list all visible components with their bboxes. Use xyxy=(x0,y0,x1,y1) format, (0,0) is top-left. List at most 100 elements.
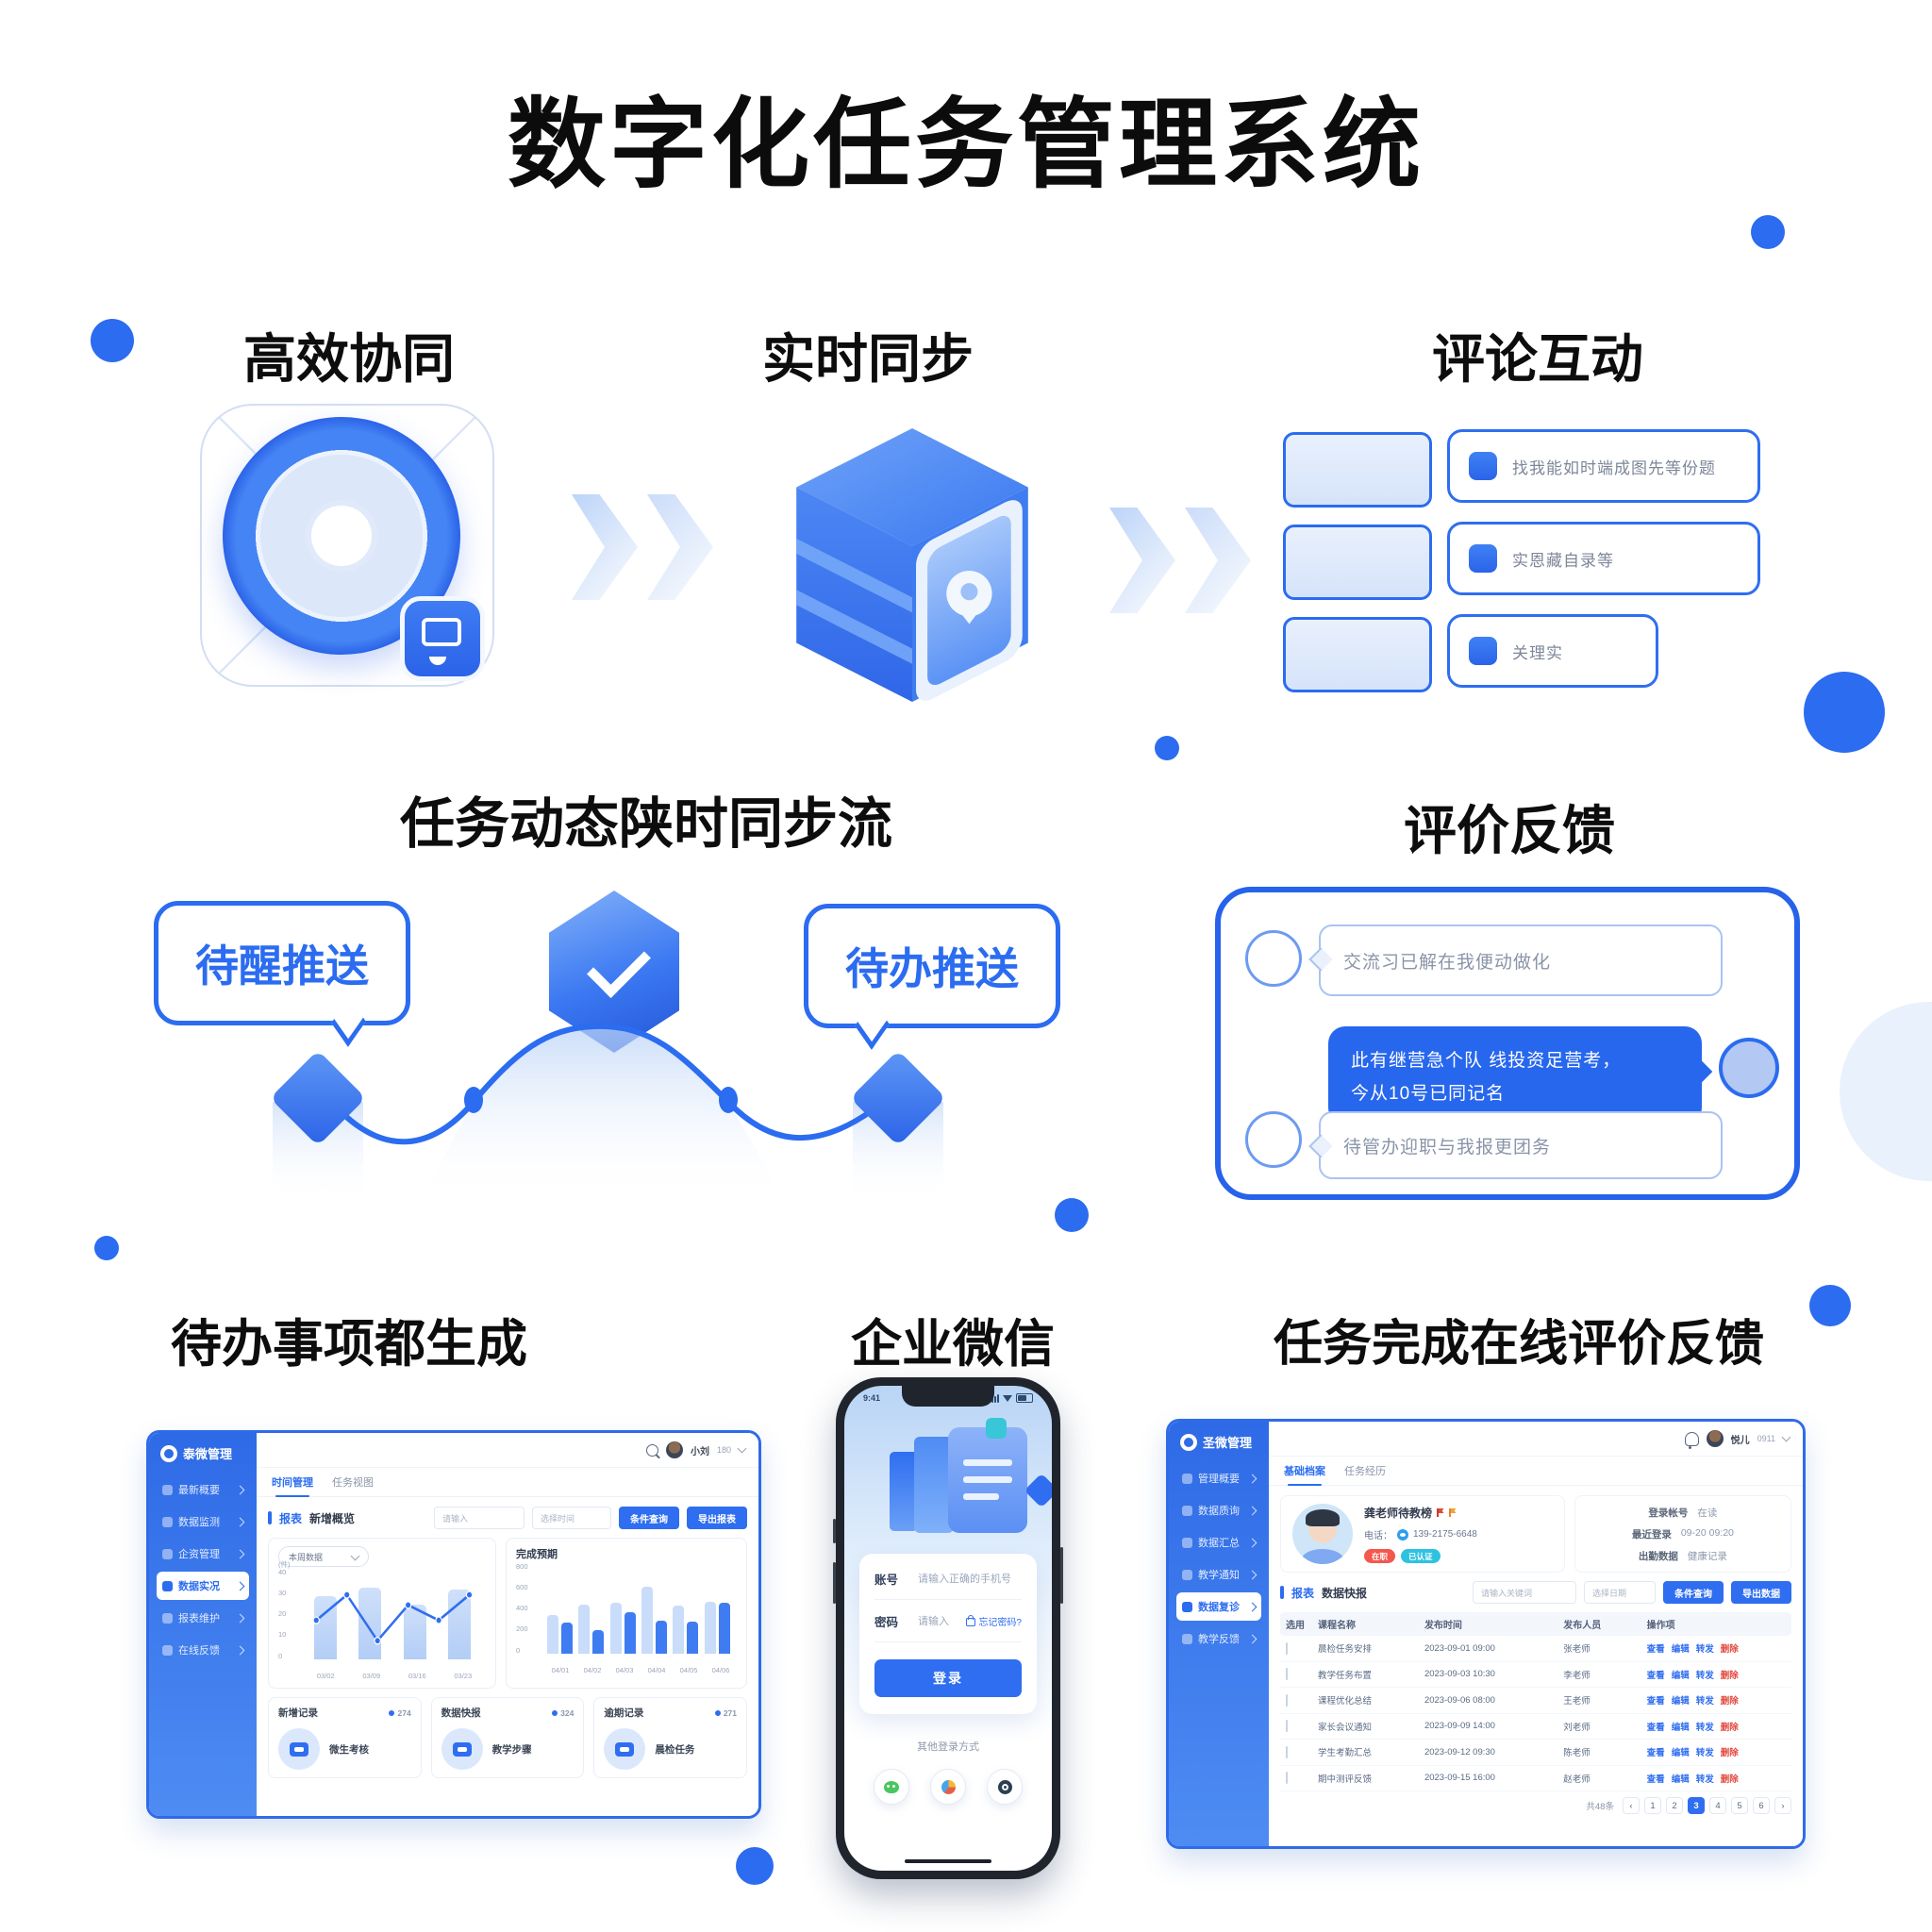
tab-active[interactable]: 时间管理 xyxy=(272,1474,313,1497)
edit-link[interactable]: 编辑 xyxy=(1671,1748,1690,1759)
search-input[interactable]: 请输入关键词 xyxy=(1473,1581,1576,1604)
login-button[interactable]: 登录 xyxy=(874,1659,1022,1697)
export-button[interactable]: 导出报表 xyxy=(687,1507,747,1529)
date-select[interactable]: 选择日期 xyxy=(1584,1581,1656,1604)
profile-info-card: 登录帐号 在读 最近登录 09-20 09:20 出勤数据 健康记录 xyxy=(1574,1495,1791,1573)
tab[interactable]: 任务经历 xyxy=(1344,1466,1386,1477)
password-input[interactable]: 请输入 xyxy=(918,1616,949,1627)
sidebar-item[interactable]: 数据监测 xyxy=(157,1507,249,1536)
forward-link[interactable]: 转发 xyxy=(1695,1774,1714,1785)
page-button[interactable]: 4 xyxy=(1709,1797,1726,1814)
forward-link[interactable]: 转发 xyxy=(1695,1722,1714,1733)
wechat-icon xyxy=(1397,1528,1408,1541)
forward-link[interactable]: 转发 xyxy=(1695,1670,1714,1681)
row-checkbox[interactable] xyxy=(1286,1641,1288,1655)
edit-link[interactable]: 编辑 xyxy=(1671,1670,1690,1681)
query-button[interactable]: 条件查询 xyxy=(1663,1581,1724,1604)
comment-item[interactable]: 实恩藏自录等 xyxy=(1447,522,1760,595)
chat-bubble-left: 待管办迎职与我报更团务 xyxy=(1319,1111,1723,1179)
user-id: 0911 xyxy=(1757,1434,1775,1443)
search-input[interactable]: 请输入 xyxy=(434,1507,525,1529)
tab-active[interactable]: 基础档案 xyxy=(1284,1463,1325,1486)
logo-text: 圣微管理 xyxy=(1203,1436,1253,1450)
forgot-password-link[interactable]: 忘记密码? xyxy=(966,1614,1022,1628)
forward-link[interactable]: 转发 xyxy=(1695,1696,1714,1707)
decor-dot xyxy=(94,1236,119,1260)
edit-link[interactable]: 编辑 xyxy=(1671,1774,1690,1785)
wechat-login-button[interactable] xyxy=(874,1769,909,1805)
stat-card[interactable]: 新增记录 274 微生考核 xyxy=(268,1697,422,1778)
row-checkbox[interactable] xyxy=(1286,1720,1288,1733)
forward-link[interactable]: 转发 xyxy=(1695,1644,1714,1656)
table-row[interactable]: 课程优化总结 2023-09-06 08:00 王老师 查看 编辑 转发 删除 xyxy=(1280,1688,1791,1714)
export-button[interactable]: 导出数据 xyxy=(1731,1581,1791,1604)
row-checkbox[interactable] xyxy=(1286,1772,1288,1785)
view-link[interactable]: 查看 xyxy=(1646,1748,1665,1759)
sidebar-item[interactable]: 数据实况 xyxy=(157,1572,249,1600)
comment-item[interactable]: 关理实 xyxy=(1447,614,1658,688)
table-row[interactable]: 期中测评反馈 2023-09-15 16:00 赵老师 查看 编辑 转发 删除 xyxy=(1280,1766,1791,1791)
view-link[interactable]: 查看 xyxy=(1646,1722,1665,1733)
comment-item[interactable]: 找我能如时端成图先等份题 xyxy=(1447,429,1760,503)
view-link[interactable]: 查看 xyxy=(1646,1774,1665,1785)
chevron-down-icon[interactable] xyxy=(737,1443,747,1454)
edit-link[interactable]: 编辑 xyxy=(1671,1644,1690,1656)
delete-link[interactable]: 删除 xyxy=(1720,1774,1739,1785)
delete-link[interactable]: 删除 xyxy=(1720,1644,1739,1656)
account-row[interactable]: 账号 请输入正确的手机号 xyxy=(874,1557,1022,1600)
stat-card[interactable]: 数据快报 324 教学步骤 xyxy=(430,1697,585,1778)
sidebar-item[interactable]: 企资管理 xyxy=(157,1540,249,1568)
view-link[interactable]: 查看 xyxy=(1646,1696,1665,1707)
edit-link[interactable]: 编辑 xyxy=(1671,1722,1690,1733)
page-button[interactable]: › xyxy=(1774,1797,1791,1814)
password-row[interactable]: 密码 请输入 忘记密码? xyxy=(874,1600,1022,1642)
bullet-square-icon xyxy=(1469,637,1497,665)
table-row[interactable]: 教学任务布置 2023-09-03 10:30 李老师 查看 编辑 转发 删除 xyxy=(1280,1662,1791,1688)
page-button[interactable]: 2 xyxy=(1666,1797,1683,1814)
avatar[interactable] xyxy=(1706,1430,1724,1447)
delete-link[interactable]: 删除 xyxy=(1720,1696,1739,1707)
card-icon xyxy=(604,1728,646,1770)
page-button[interactable]: 5 xyxy=(1731,1797,1748,1814)
query-button[interactable]: 条件查询 xyxy=(619,1507,679,1529)
row-checkbox[interactable] xyxy=(1286,1745,1288,1758)
row-checkbox[interactable] xyxy=(1286,1668,1288,1681)
date-input[interactable]: 选择时间 xyxy=(532,1507,611,1529)
delete-link[interactable]: 删除 xyxy=(1720,1722,1739,1733)
sidebar-item[interactable]: 报表维护 xyxy=(157,1604,249,1632)
database-cube-icon xyxy=(796,428,1028,702)
bell-icon[interactable] xyxy=(1684,1431,1699,1449)
page-button[interactable]: 1 xyxy=(1644,1797,1661,1814)
forward-link[interactable]: 转发 xyxy=(1695,1748,1714,1759)
sidebar-item[interactable]: 数据汇总 xyxy=(1176,1528,1261,1557)
sidebar-item[interactable]: 数据复诊 xyxy=(1176,1592,1261,1621)
row-checkbox[interactable] xyxy=(1286,1693,1288,1707)
edit-link[interactable]: 编辑 xyxy=(1671,1696,1690,1707)
tab[interactable]: 任务视图 xyxy=(332,1477,374,1489)
table-row[interactable]: 家长会议通知 2023-09-09 14:00 刘老师 查看 编辑 转发 删除 xyxy=(1280,1714,1791,1740)
search-icon[interactable] xyxy=(645,1443,658,1457)
chart-range-select[interactable]: 本周数据 xyxy=(278,1546,369,1567)
sidebar-item[interactable]: 在线反馈 xyxy=(157,1636,249,1664)
page-button[interactable]: 6 xyxy=(1753,1797,1770,1814)
page-button[interactable]: 3 xyxy=(1688,1797,1705,1814)
sidebar-item[interactable]: 教学通知 xyxy=(1176,1560,1261,1589)
social-login-button[interactable] xyxy=(987,1769,1023,1805)
sidebar-item[interactable]: 最新概要 xyxy=(157,1475,249,1504)
view-link[interactable]: 查看 xyxy=(1646,1644,1665,1656)
view-link[interactable]: 查看 xyxy=(1646,1670,1665,1681)
social-login-button[interactable] xyxy=(930,1769,966,1805)
chevron-down-icon[interactable] xyxy=(1781,1432,1791,1442)
delete-link[interactable]: 删除 xyxy=(1720,1670,1739,1681)
page-button[interactable]: ‹ xyxy=(1623,1797,1640,1814)
table-row[interactable]: 学生考勤汇总 2023-09-12 09:30 陈老师 查看 编辑 转发 删除 xyxy=(1280,1740,1791,1766)
avatar[interactable] xyxy=(665,1441,683,1458)
sidebar-item[interactable]: 教学反馈 xyxy=(1176,1624,1261,1653)
stat-card[interactable]: 逾期记录 271 晨检任务 xyxy=(593,1697,748,1778)
comment-placeholder-box xyxy=(1283,432,1432,508)
account-input[interactable]: 请输入正确的手机号 xyxy=(918,1574,1011,1585)
sidebar-item[interactable]: 管理概要 xyxy=(1176,1464,1261,1492)
sidebar-item[interactable]: 数据质询 xyxy=(1176,1496,1261,1524)
delete-link[interactable]: 删除 xyxy=(1720,1748,1739,1759)
table-row[interactable]: 晨检任务安排 2023-09-01 09:00 张老师 查看 编辑 转发 删除 xyxy=(1280,1636,1791,1662)
